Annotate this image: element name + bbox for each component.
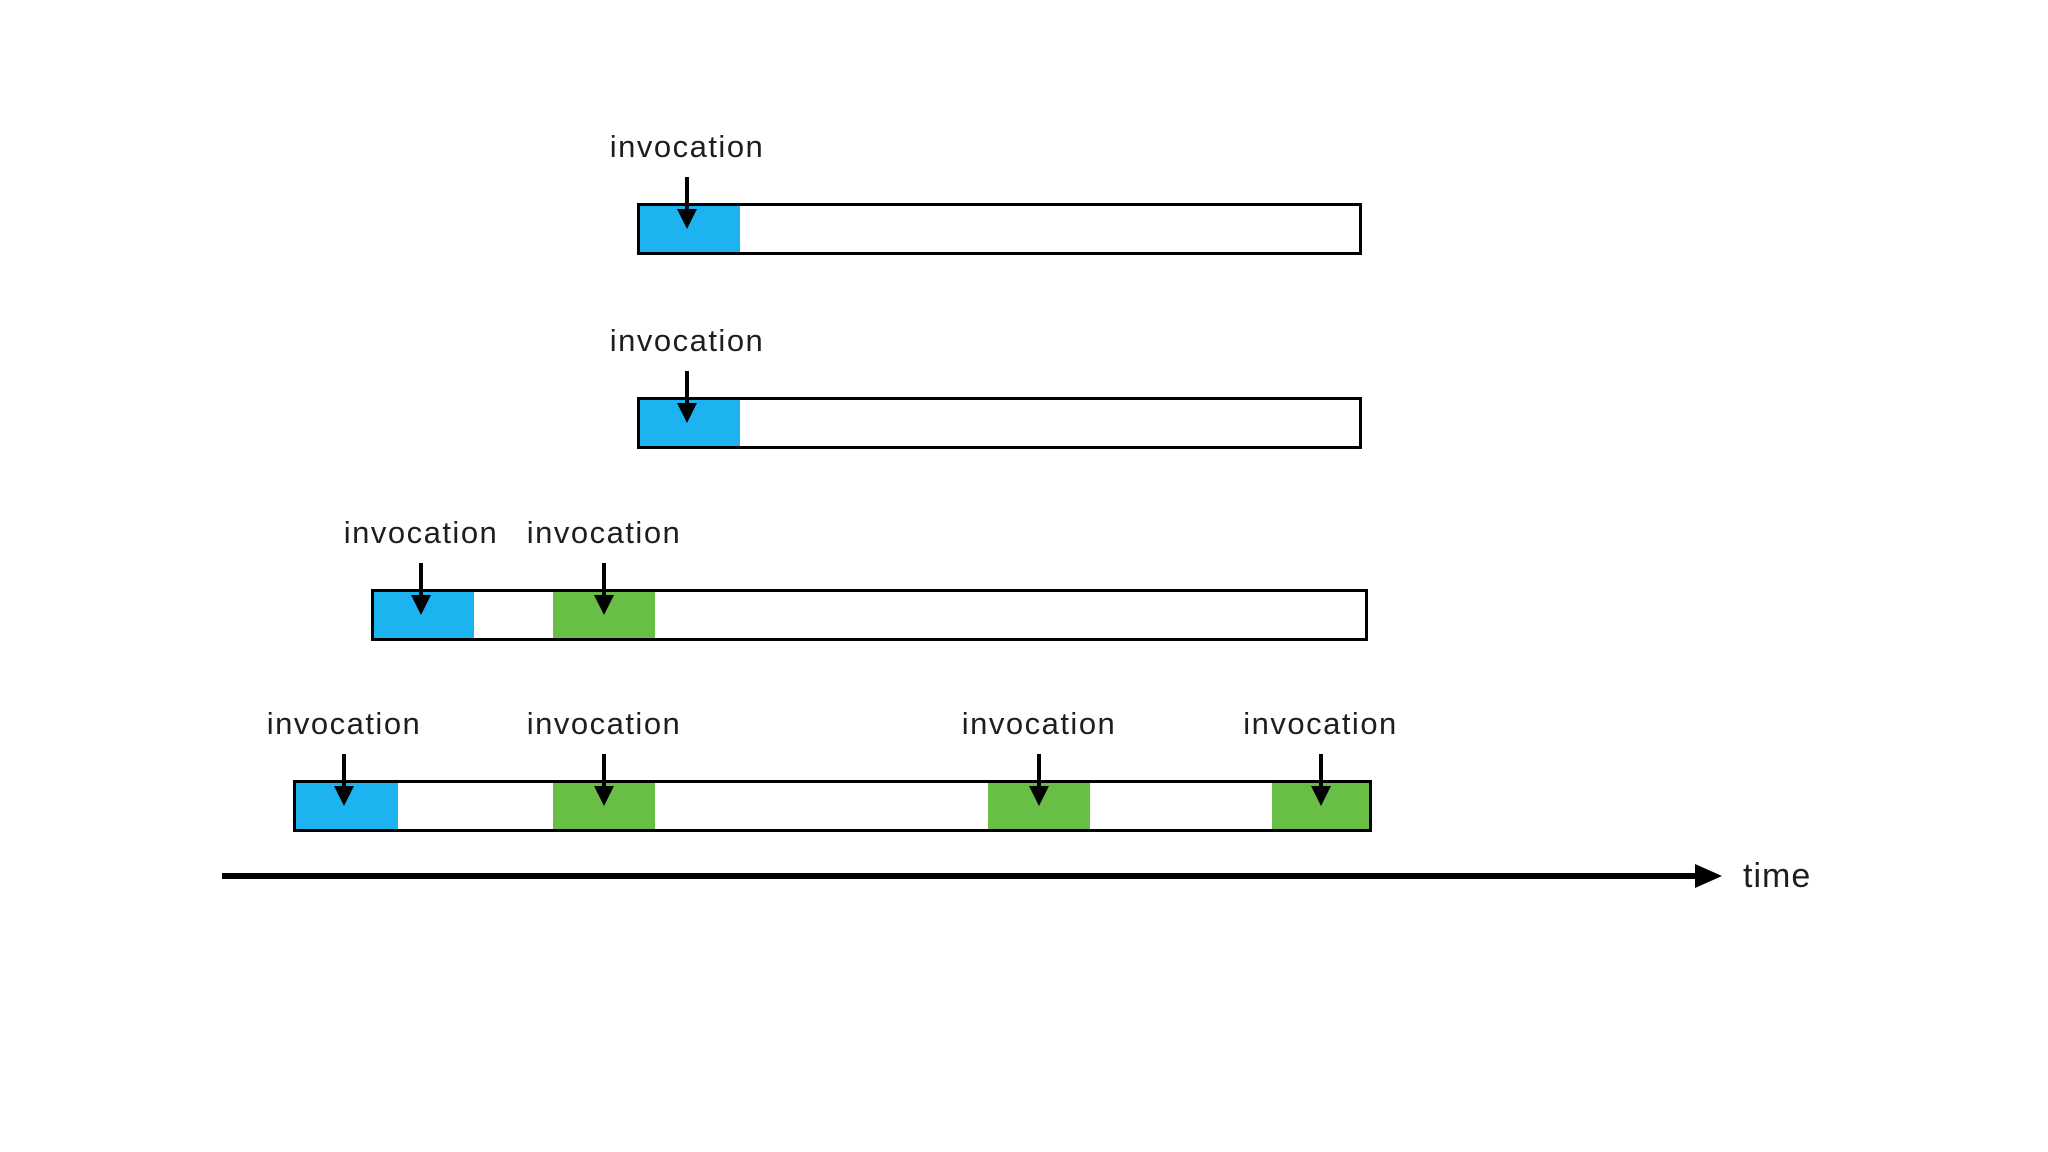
invocation-label: invocation xyxy=(343,515,499,550)
invocation-label: invocation xyxy=(1243,706,1398,741)
down-arrow-icon xyxy=(334,786,354,806)
invocation-label: invocation xyxy=(609,129,765,164)
timeline-bar xyxy=(637,397,1362,449)
down-arrow-icon xyxy=(594,786,614,806)
time-axis-line xyxy=(222,873,1697,879)
down-arrow-icon xyxy=(1310,786,1331,806)
invocation-arrow-shaft xyxy=(602,563,606,597)
invocation-arrow-shaft xyxy=(1318,754,1323,788)
down-arrow-icon xyxy=(1029,786,1049,806)
invocation-label: invocation xyxy=(526,515,682,550)
down-arrow-icon xyxy=(677,209,697,229)
invocation-label: invocation xyxy=(526,706,682,741)
invocation-arrow-shaft xyxy=(602,754,606,788)
invocation-label: invocation xyxy=(961,706,1117,741)
invocation-arrow-shaft xyxy=(342,754,346,788)
down-arrow-icon xyxy=(594,595,614,615)
invocation-arrow-shaft xyxy=(685,177,689,211)
down-arrow-icon xyxy=(411,595,431,615)
timeline-bar xyxy=(637,203,1362,255)
time-axis-arrowhead-icon xyxy=(1695,864,1722,888)
time-axis-label: time xyxy=(1743,857,1812,895)
timeline-bar xyxy=(293,780,1372,832)
invocation-label: invocation xyxy=(266,706,422,741)
down-arrow-icon xyxy=(677,403,697,423)
invocation-label: invocation xyxy=(609,323,765,358)
invocation-arrow-shaft xyxy=(419,563,423,597)
timeline-bar xyxy=(371,589,1368,641)
invocation-arrow-shaft xyxy=(685,371,689,405)
invocation-arrow-shaft xyxy=(1037,754,1041,788)
